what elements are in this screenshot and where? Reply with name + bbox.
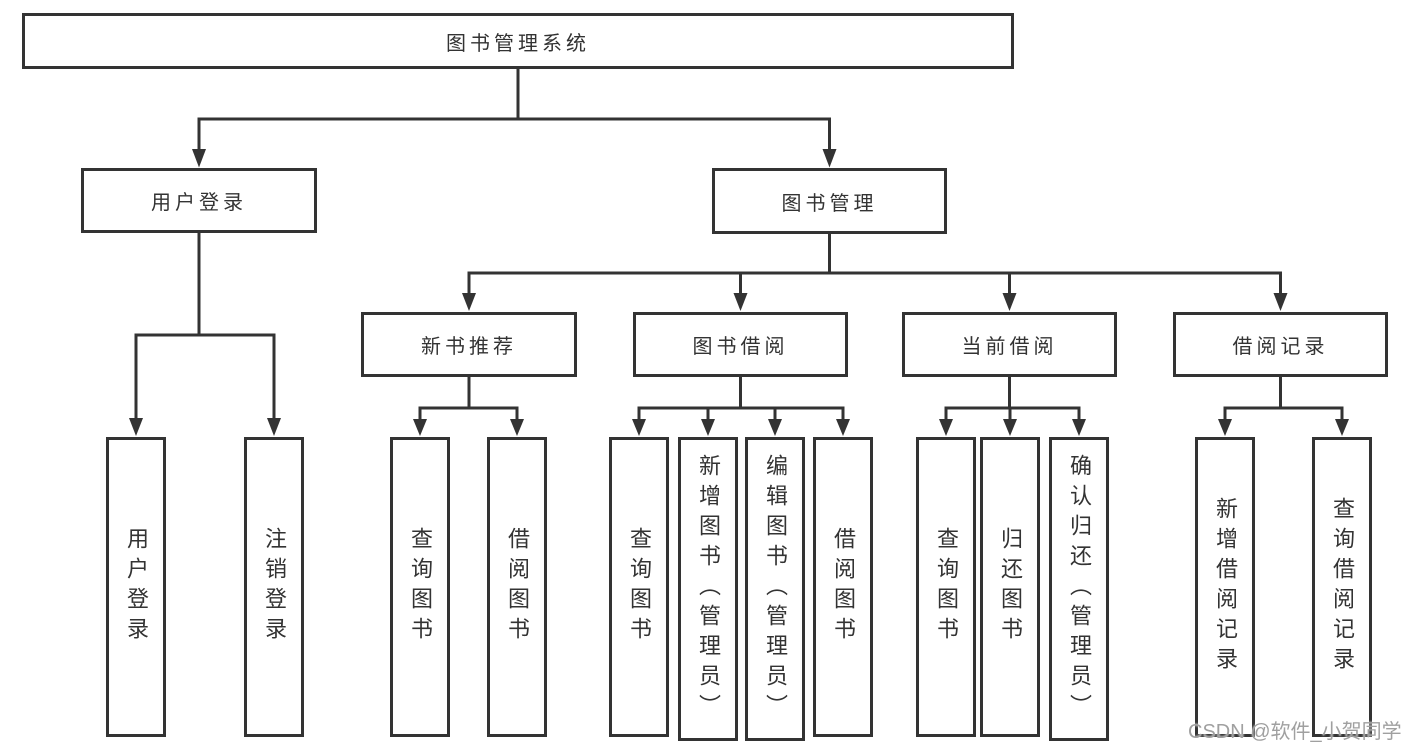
leaf-query-borrow-record: 查询借阅记录 [1312, 437, 1372, 737]
connector-book-management-children [462, 234, 1288, 311]
node-user-login-label: 用户登录 [151, 192, 247, 214]
leaf-confirm-return-admin-label: 确认归还（管理员） [1067, 454, 1092, 724]
node-current-borrowing-label: 当前借阅 [961, 336, 1058, 358]
leaf-add-borrow-record: 新增借阅记录 [1195, 437, 1255, 737]
leaf-query-books-borrowing: 查询图书 [609, 437, 669, 737]
leaf-return-books: 归还图书 [980, 437, 1040, 737]
leaf-query-borrow-record-label: 查询借阅记录 [1330, 497, 1355, 677]
node-root-system: 图书管理系统 [22, 13, 1014, 69]
node-book-management-label: 图书管理 [781, 192, 878, 215]
node-current-borrowing: 当前借阅 [902, 312, 1117, 377]
csdn-watermark: CSDN @软件_小贺同学 [1188, 721, 1402, 743]
node-root-system-label: 图书管理系统 [446, 32, 590, 55]
leaf-edit-book-admin: 编辑图书（管理员） [745, 437, 805, 741]
connector-root-to-level2 [192, 69, 837, 168]
node-book-borrowing-label: 图书借阅 [692, 336, 789, 358]
node-user-login: 用户登录 [81, 168, 317, 233]
leaf-query-books-current-label: 查询图书 [934, 527, 959, 647]
connector-book-borrowing-children [632, 377, 850, 436]
connector-current-borrowing-children [939, 377, 1086, 436]
connector-user-login-children [129, 233, 281, 436]
connector-borrowing-records-children [1218, 377, 1349, 436]
leaf-borrow-books-recommend: 借阅图书 [487, 437, 547, 737]
leaf-query-books-recommend: 查询图书 [390, 437, 450, 737]
leaf-logout: 注销登录 [244, 437, 304, 737]
leaf-user-login-label: 用户登录 [124, 527, 149, 647]
leaf-query-books-borrowing-label: 查询图书 [627, 527, 652, 647]
leaf-add-borrow-record-label: 新增借阅记录 [1213, 497, 1238, 677]
node-borrowing-records-label: 借阅记录 [1232, 336, 1329, 358]
node-new-book-recommend: 新书推荐 [361, 312, 577, 377]
node-new-book-recommend-label: 新书推荐 [421, 336, 517, 358]
leaf-add-book-admin: 新增图书（管理员） [678, 437, 738, 741]
leaf-return-books-label: 归还图书 [998, 527, 1023, 647]
leaf-confirm-return-admin: 确认归还（管理员） [1049, 437, 1109, 741]
leaf-user-login: 用户登录 [106, 437, 166, 737]
leaf-borrow-books-recommend-label: 借阅图书 [505, 527, 530, 647]
leaf-add-book-admin-label: 新增图书（管理员） [696, 454, 721, 724]
leaf-borrow-books-borrowing: 借阅图书 [813, 437, 873, 737]
leaf-query-books-current: 查询图书 [916, 437, 976, 737]
node-borrowing-records: 借阅记录 [1173, 312, 1388, 377]
leaf-query-books-recommend-label: 查询图书 [408, 527, 433, 647]
node-book-management: 图书管理 [712, 168, 947, 234]
leaf-logout-label: 注销登录 [262, 527, 287, 647]
connector-new-book-recommend-children [413, 377, 524, 436]
leaf-borrow-books-borrowing-label: 借阅图书 [831, 527, 856, 647]
leaf-edit-book-admin-label: 编辑图书（管理员） [763, 454, 788, 724]
node-book-borrowing: 图书借阅 [633, 312, 848, 377]
